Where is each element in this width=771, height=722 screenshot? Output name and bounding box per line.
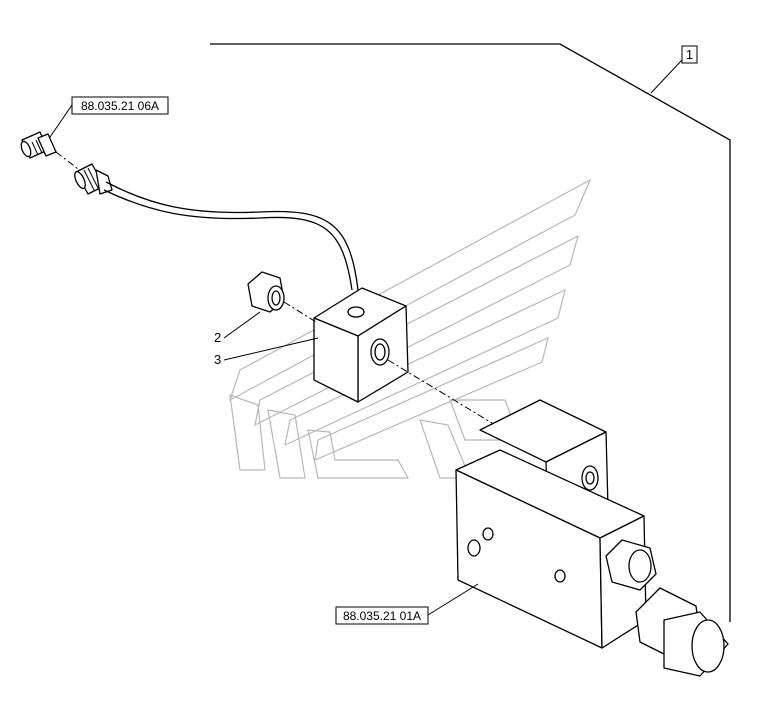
callout-1: 1 <box>681 45 698 64</box>
nut <box>247 271 285 313</box>
reference-box-valve[interactable]: 88.035.21 01A <box>335 606 429 625</box>
sensor-cable <box>103 181 359 291</box>
solenoid-coil <box>313 287 409 403</box>
callout-2-label: 2 <box>214 330 221 345</box>
reference-box-cable[interactable]: 88.035.21 06A <box>71 96 169 115</box>
alignment-line-nut <box>283 301 317 323</box>
reference-cable-leader <box>47 104 73 141</box>
mating-connector <box>20 131 57 159</box>
alignment-line-connector <box>55 151 83 173</box>
callout-1-label: 1 <box>686 47 693 62</box>
callout-3-label: 3 <box>214 352 221 367</box>
reference-cable-label: 88.035.21 06A <box>81 99 159 113</box>
callout-2: 2 <box>214 311 261 345</box>
valve-block <box>455 399 729 677</box>
reference-valve-label: 88.035.21 01A <box>343 609 421 623</box>
reference-valve-leader <box>427 583 479 616</box>
assembly-leader-line <box>210 43 731 622</box>
alignment-line-valve <box>387 359 521 441</box>
callout-3: 3 <box>214 337 319 367</box>
cable-plug <box>74 163 113 195</box>
